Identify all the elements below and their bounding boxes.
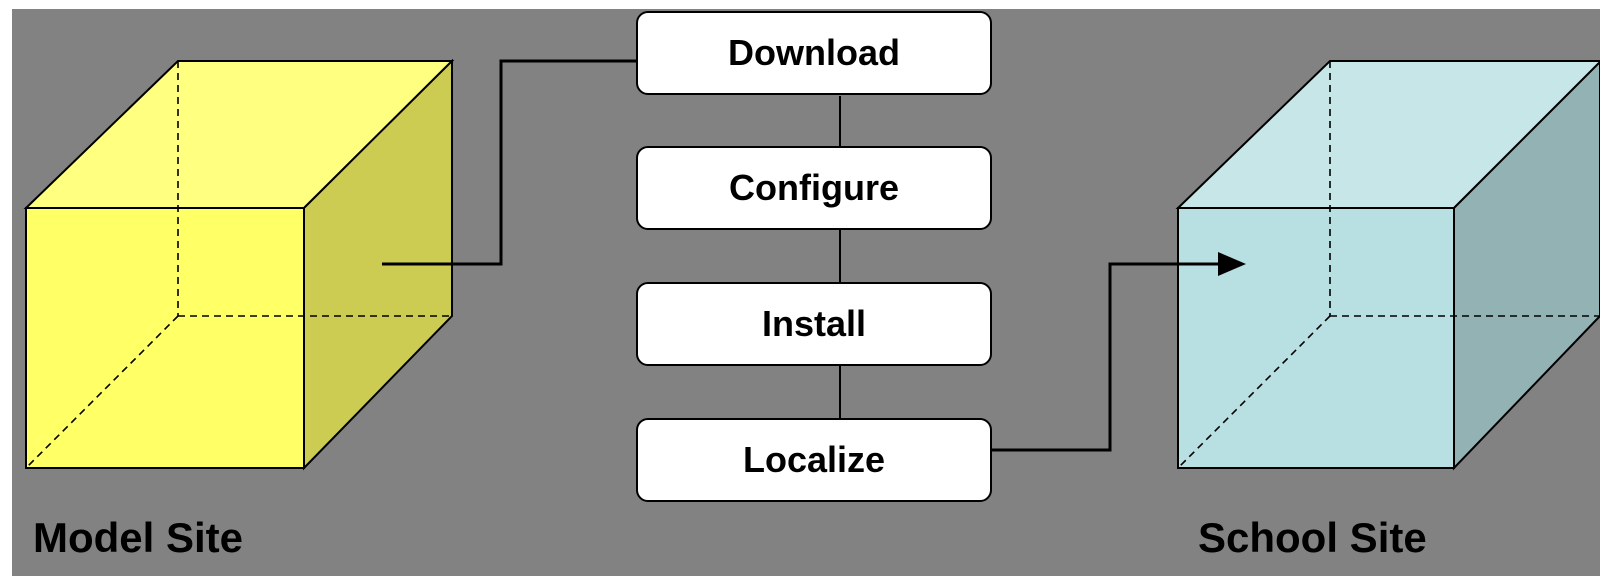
step-localize-label: Localize (742, 439, 886, 480)
step-download: Download (636, 11, 992, 95)
step-install: Install (636, 282, 992, 366)
step-configure-label: Configure (729, 167, 899, 208)
school-site-label: School Site (1198, 514, 1427, 561)
model-cube-hidden-edges (25, 61, 452, 469)
step-install-label: Install (761, 303, 867, 344)
step-configure: Configure (636, 146, 992, 230)
model-site-label: Model Site (33, 514, 244, 561)
model-to-download-connector (382, 59, 636, 266)
step-localize: Localize (636, 418, 992, 502)
model-site-cube (23, 58, 455, 471)
school-cube-front-face (1177, 207, 1455, 469)
arrowhead-icon (1218, 252, 1246, 276)
step-download-label: Download (728, 32, 900, 73)
school-cube-hidden-edges (1177, 61, 1600, 469)
school-site-cube (1175, 60, 1600, 471)
model-cube-front-face (25, 207, 305, 469)
localize-to-school-connector (992, 262, 1220, 452)
